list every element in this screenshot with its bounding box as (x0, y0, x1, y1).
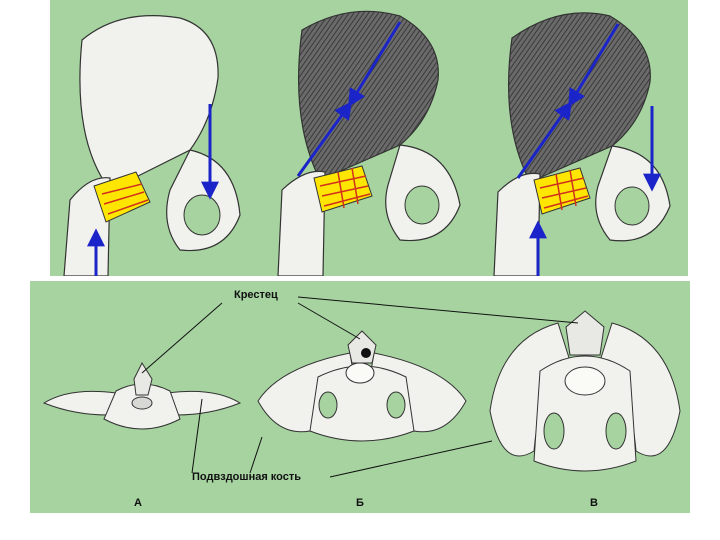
pelvis-b (258, 331, 466, 441)
pelvis-comparison-panel: Крестец Подвздошная кость А Б В (30, 281, 690, 513)
leader-ilium-v (330, 441, 492, 477)
hip-joint-illustrations (50, 0, 688, 276)
obturator-left-v (544, 413, 564, 449)
femur-3 (494, 173, 540, 276)
sacrum-b (348, 331, 376, 363)
sacrum-label: Крестец (234, 289, 278, 301)
sacral-canal-b (361, 348, 371, 358)
pelvis-v (490, 311, 680, 471)
pelvic-inlet-a (132, 397, 152, 409)
leader-sacrum-b (298, 303, 360, 339)
hip-figure-1 (64, 16, 240, 276)
obturator-foramen-1 (184, 195, 220, 235)
obturator-foramen-2 (405, 186, 439, 224)
obturator-right-v (606, 413, 626, 449)
leader-ilium-b (250, 437, 262, 473)
vertebral-body-v (565, 367, 605, 395)
leader-sacrum-a (142, 303, 222, 373)
obturator-foramen-3 (615, 187, 649, 225)
hip-figures-panel (50, 0, 688, 276)
figure-letter-a: А (134, 497, 142, 509)
obturator-left-b (319, 392, 337, 418)
pelvis-illustrations (30, 281, 690, 513)
ilium-label: Подвздошная кость (192, 471, 301, 483)
leader-sacrum-v (298, 297, 578, 323)
figure-letter-b: Б (356, 497, 364, 509)
sacrum-v (566, 311, 604, 355)
sacrum-a (134, 363, 152, 395)
hip-figure-3 (494, 13, 670, 276)
hip-figure-2 (278, 11, 460, 276)
obturator-right-b (387, 392, 405, 418)
vertebral-body-b (346, 363, 374, 383)
figure-letter-v: В (590, 497, 598, 509)
